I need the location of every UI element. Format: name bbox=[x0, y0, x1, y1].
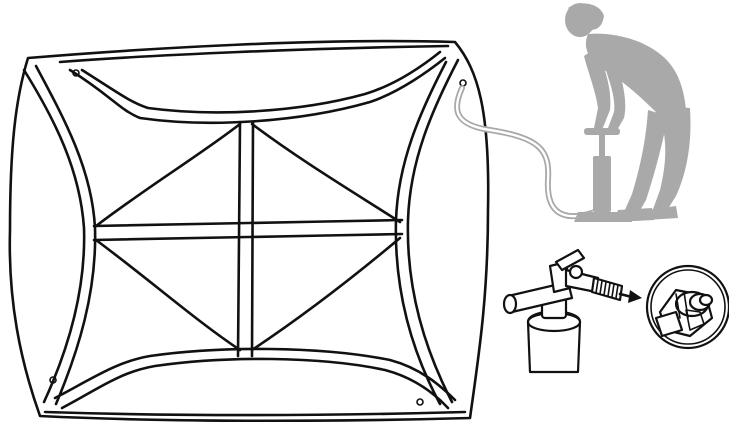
frame-upper-diamond bbox=[94, 122, 402, 228]
frame-outer-outline bbox=[8, 39, 490, 422]
valve-closeup-icon bbox=[645, 264, 729, 350]
valve-adapter-icon bbox=[502, 248, 624, 374]
hand-pump-icon bbox=[574, 128, 632, 222]
frame-right-tube bbox=[394, 58, 460, 406]
arrow-right-icon bbox=[618, 290, 642, 303]
pump-hose-icon bbox=[454, 85, 598, 220]
person-pumping-icon bbox=[565, 3, 691, 222]
grommet-bottom-left bbox=[49, 376, 57, 384]
grommet-bottom-right bbox=[416, 398, 424, 406]
frame-bottom-tube bbox=[43, 347, 467, 417]
frame-vertical-beam bbox=[236, 120, 255, 358]
grommet-top-left bbox=[72, 69, 80, 77]
grommet-top-right bbox=[459, 79, 467, 87]
frame-horizontal-beam bbox=[92, 218, 404, 242]
frame-lower-diamond bbox=[94, 236, 402, 352]
inflatable-frame-icon bbox=[8, 39, 490, 422]
frame-top-tube bbox=[58, 44, 450, 125]
frame-left-tube bbox=[22, 64, 97, 406]
